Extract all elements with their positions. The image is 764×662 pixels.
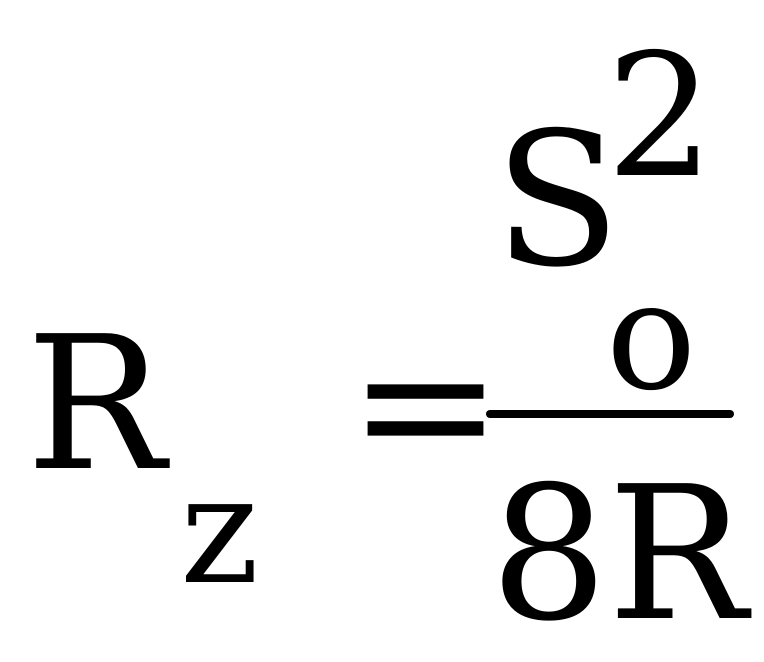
equals-sign: = [348,296,504,512]
denominator: 8R [490,446,747,662]
numerator-superscript: 2 [606,18,715,216]
lhs-symbol: R [26,296,166,512]
lhs-subscript: z [180,444,260,618]
fraction-bar [486,410,734,418]
numerator-base: S [494,92,621,308]
numerator-subscript: o [606,250,697,424]
